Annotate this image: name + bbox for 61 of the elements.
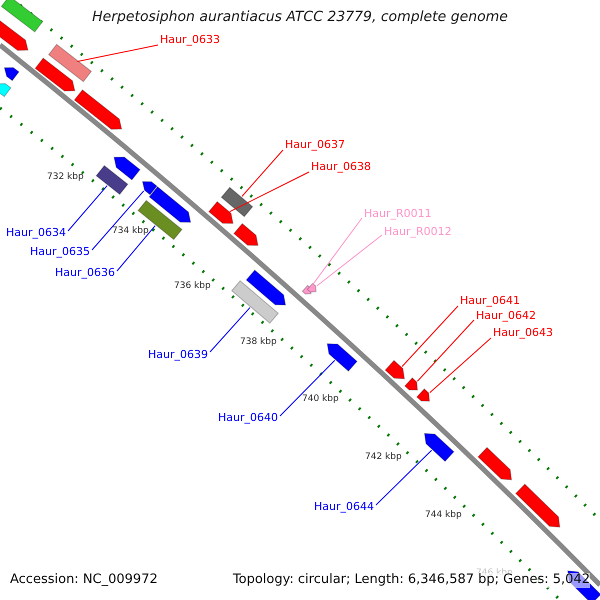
gene-block [0,0,44,33]
gene-block [208,200,234,224]
gene-block [515,483,560,528]
gene-label: Haur_0639 [148,349,208,362]
leader-line [416,320,474,382]
gene-block [74,89,122,130]
gene-label: Haur_0643 [493,327,554,340]
leader-line [429,338,492,394]
gene-block [0,20,29,51]
gene-block [34,57,76,92]
gene-block [326,343,358,372]
leader-line [280,360,336,416]
gene-label: Haur_0637 [285,139,346,152]
scale-label: 744 kbp [425,510,462,520]
gene-block [233,222,259,246]
gene-label: Haur_0640 [218,412,278,425]
scale-label: 732 kbp [47,172,84,182]
gene-block [48,44,92,82]
leader-line [92,190,144,250]
gene-label: Haur_0634 [6,227,66,240]
gene-block [96,164,128,196]
leader-line [402,306,458,367]
gene-label: Haur_0635 [30,246,90,259]
scale-label: 736 kbp [174,281,211,292]
gene-block [477,446,512,480]
gene-block [306,282,317,293]
gene-block [142,181,158,196]
footer-text: Accession: NC_009972 [10,573,158,588]
gene-block [148,186,192,223]
gene-block [231,280,279,324]
scale-label: 738 kbp [240,337,277,348]
gene-label: Haur_0633 [160,34,220,47]
leader-line [316,234,382,286]
gene-block [0,83,12,98]
gene-label: Haur_R0011 [364,208,432,221]
gene-label: Haur_0642 [476,310,536,323]
leader-line [68,185,108,232]
leader-line [241,150,284,197]
leader-line [376,450,432,506]
title: Herpetosiphon aurantiacus ATCC 23779, complete genome [91,9,509,26]
scale-label: 742 kbp [365,452,402,462]
scale-label: 740 kbp [302,394,339,404]
gene-block [113,156,141,181]
scale-label: 734 kbp [112,226,149,236]
leader-line [116,225,156,272]
gene-label: Haur_0636 [54,267,115,280]
gene-label: Haur_0641 [460,295,520,308]
gene-block [4,67,20,82]
gene-label: Haur_0644 [314,501,374,514]
gene-block [246,269,286,306]
leader-line [229,172,310,212]
gene-block [424,432,455,462]
gene-block [404,377,418,391]
gene-block [220,186,254,218]
gene-block [384,360,405,380]
leader-line [76,44,158,62]
gene-block [416,388,430,402]
leader-line [310,218,362,288]
gene-label: Haur_R0012 [384,226,452,239]
gene-label: Haur_0638 [311,161,372,174]
leader-line [210,307,250,352]
